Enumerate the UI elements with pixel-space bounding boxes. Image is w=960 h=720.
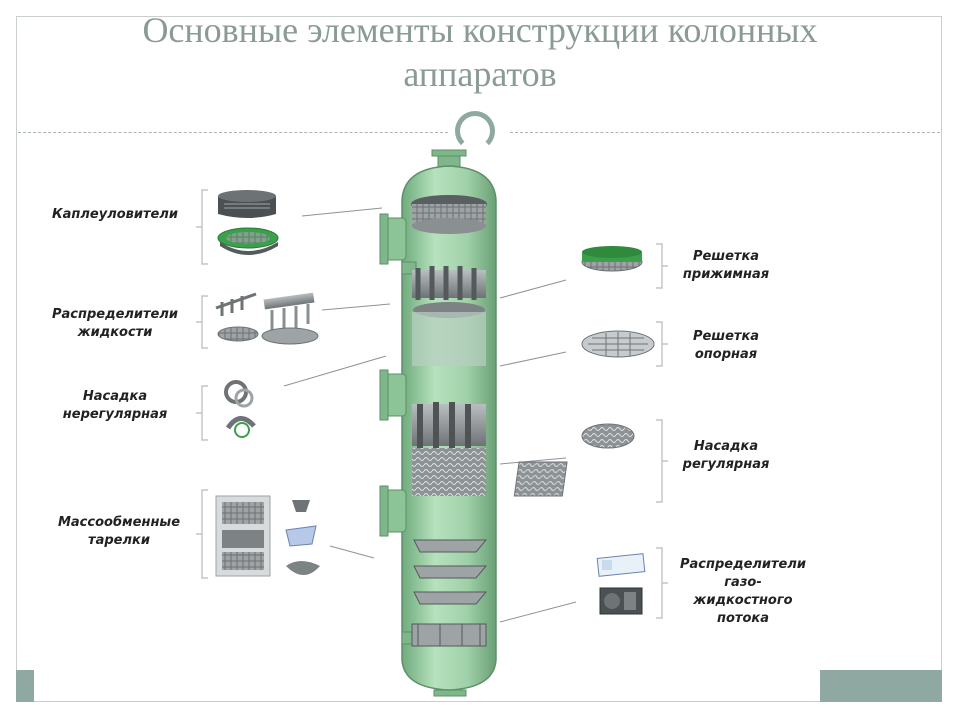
bracket-demister xyxy=(196,189,208,265)
label-liquid-distributor-line-2: жидкости xyxy=(77,325,153,340)
support-grid-image xyxy=(581,330,655,358)
label-gas-liquid-distributor-line-4: потока xyxy=(717,611,769,626)
title-line-2: аппаратов xyxy=(403,54,557,94)
label-structured-packing-line-1: Насадка xyxy=(693,439,759,454)
liquid-distributor-images xyxy=(215,292,319,345)
leader-gas-liquid-distributor xyxy=(499,601,577,623)
title-line-1: Основные элементы конструкции колонных xyxy=(142,10,818,50)
label-hold-down-grid: Решетка прижимная xyxy=(666,248,786,284)
bracket-hold-down-grid xyxy=(656,243,668,289)
bracket-gas-liquid-distributor xyxy=(656,547,668,619)
leader-structured-packing xyxy=(499,457,567,465)
label-random-packing-line-2: нерегулярная xyxy=(62,407,168,422)
label-support-grid-line-2: опорная xyxy=(694,347,758,362)
label-demister: Каплеуловители xyxy=(40,206,190,224)
leader-support-grid xyxy=(499,351,567,367)
label-gas-liquid-distributor-line-1: Распределители xyxy=(679,557,807,572)
bracket-trays xyxy=(196,489,208,579)
demister-images xyxy=(217,190,279,255)
label-hold-down-grid-line-1: Решетка xyxy=(692,249,760,264)
label-liquid-distributor: Распределители жидкости xyxy=(40,306,190,342)
label-structured-packing-line-2: регулярная xyxy=(682,457,770,472)
bracket-liquid-distributor xyxy=(196,295,208,349)
leader-random-packing xyxy=(283,355,387,387)
slide-frame xyxy=(16,16,942,702)
structured-packing-images xyxy=(513,423,635,497)
leader-liquid-distributor xyxy=(321,303,391,311)
trays-images xyxy=(215,495,320,577)
random-packing-images xyxy=(224,380,256,438)
bracket-structured-packing xyxy=(656,419,668,503)
column-internals xyxy=(411,195,488,647)
label-support-grid-line-1: Решетка xyxy=(692,329,760,344)
label-gas-liquid-distributor: Распределители газо- жидкостного потока xyxy=(668,556,818,628)
label-random-packing-line-1: Насадка xyxy=(82,389,148,404)
title-divider-left xyxy=(18,132,448,133)
label-hold-down-grid-line-2: прижимная xyxy=(682,267,770,282)
label-support-grid: Решетка опорная xyxy=(666,328,786,364)
brackets xyxy=(196,189,668,619)
gas-liquid-distributor-images xyxy=(596,553,646,615)
label-demister-text: Каплеуловители xyxy=(52,207,178,222)
corner-bar-right xyxy=(820,670,942,702)
label-gas-liquid-distributor-line-3: жидкостного xyxy=(693,593,793,608)
corner-bar-left xyxy=(16,670,34,702)
title-divider-right xyxy=(510,132,940,133)
leader-trays xyxy=(329,545,375,559)
slide-title: Основные элементы конструкции колонных а… xyxy=(0,8,960,96)
leader-hold-down-grid xyxy=(499,279,567,299)
label-gas-liquid-distributor-line-2: газо- xyxy=(724,575,762,590)
bracket-support-grid xyxy=(656,321,668,367)
divider-ring-ornament xyxy=(455,111,495,151)
label-trays-line-1: Массообменные xyxy=(57,515,181,530)
hold-down-grid-image xyxy=(581,246,643,272)
leader-lines xyxy=(283,207,577,623)
label-structured-packing: Насадка регулярная xyxy=(666,438,786,474)
label-random-packing: Насадка нерегулярная xyxy=(40,388,190,424)
label-trays-line-2: тарелки xyxy=(88,533,150,548)
label-liquid-distributor-line-1: Распределители xyxy=(51,307,179,322)
label-trays: Массообменные тарелки xyxy=(44,514,194,550)
bracket-random-packing xyxy=(196,385,208,441)
leader-demister xyxy=(301,207,383,217)
